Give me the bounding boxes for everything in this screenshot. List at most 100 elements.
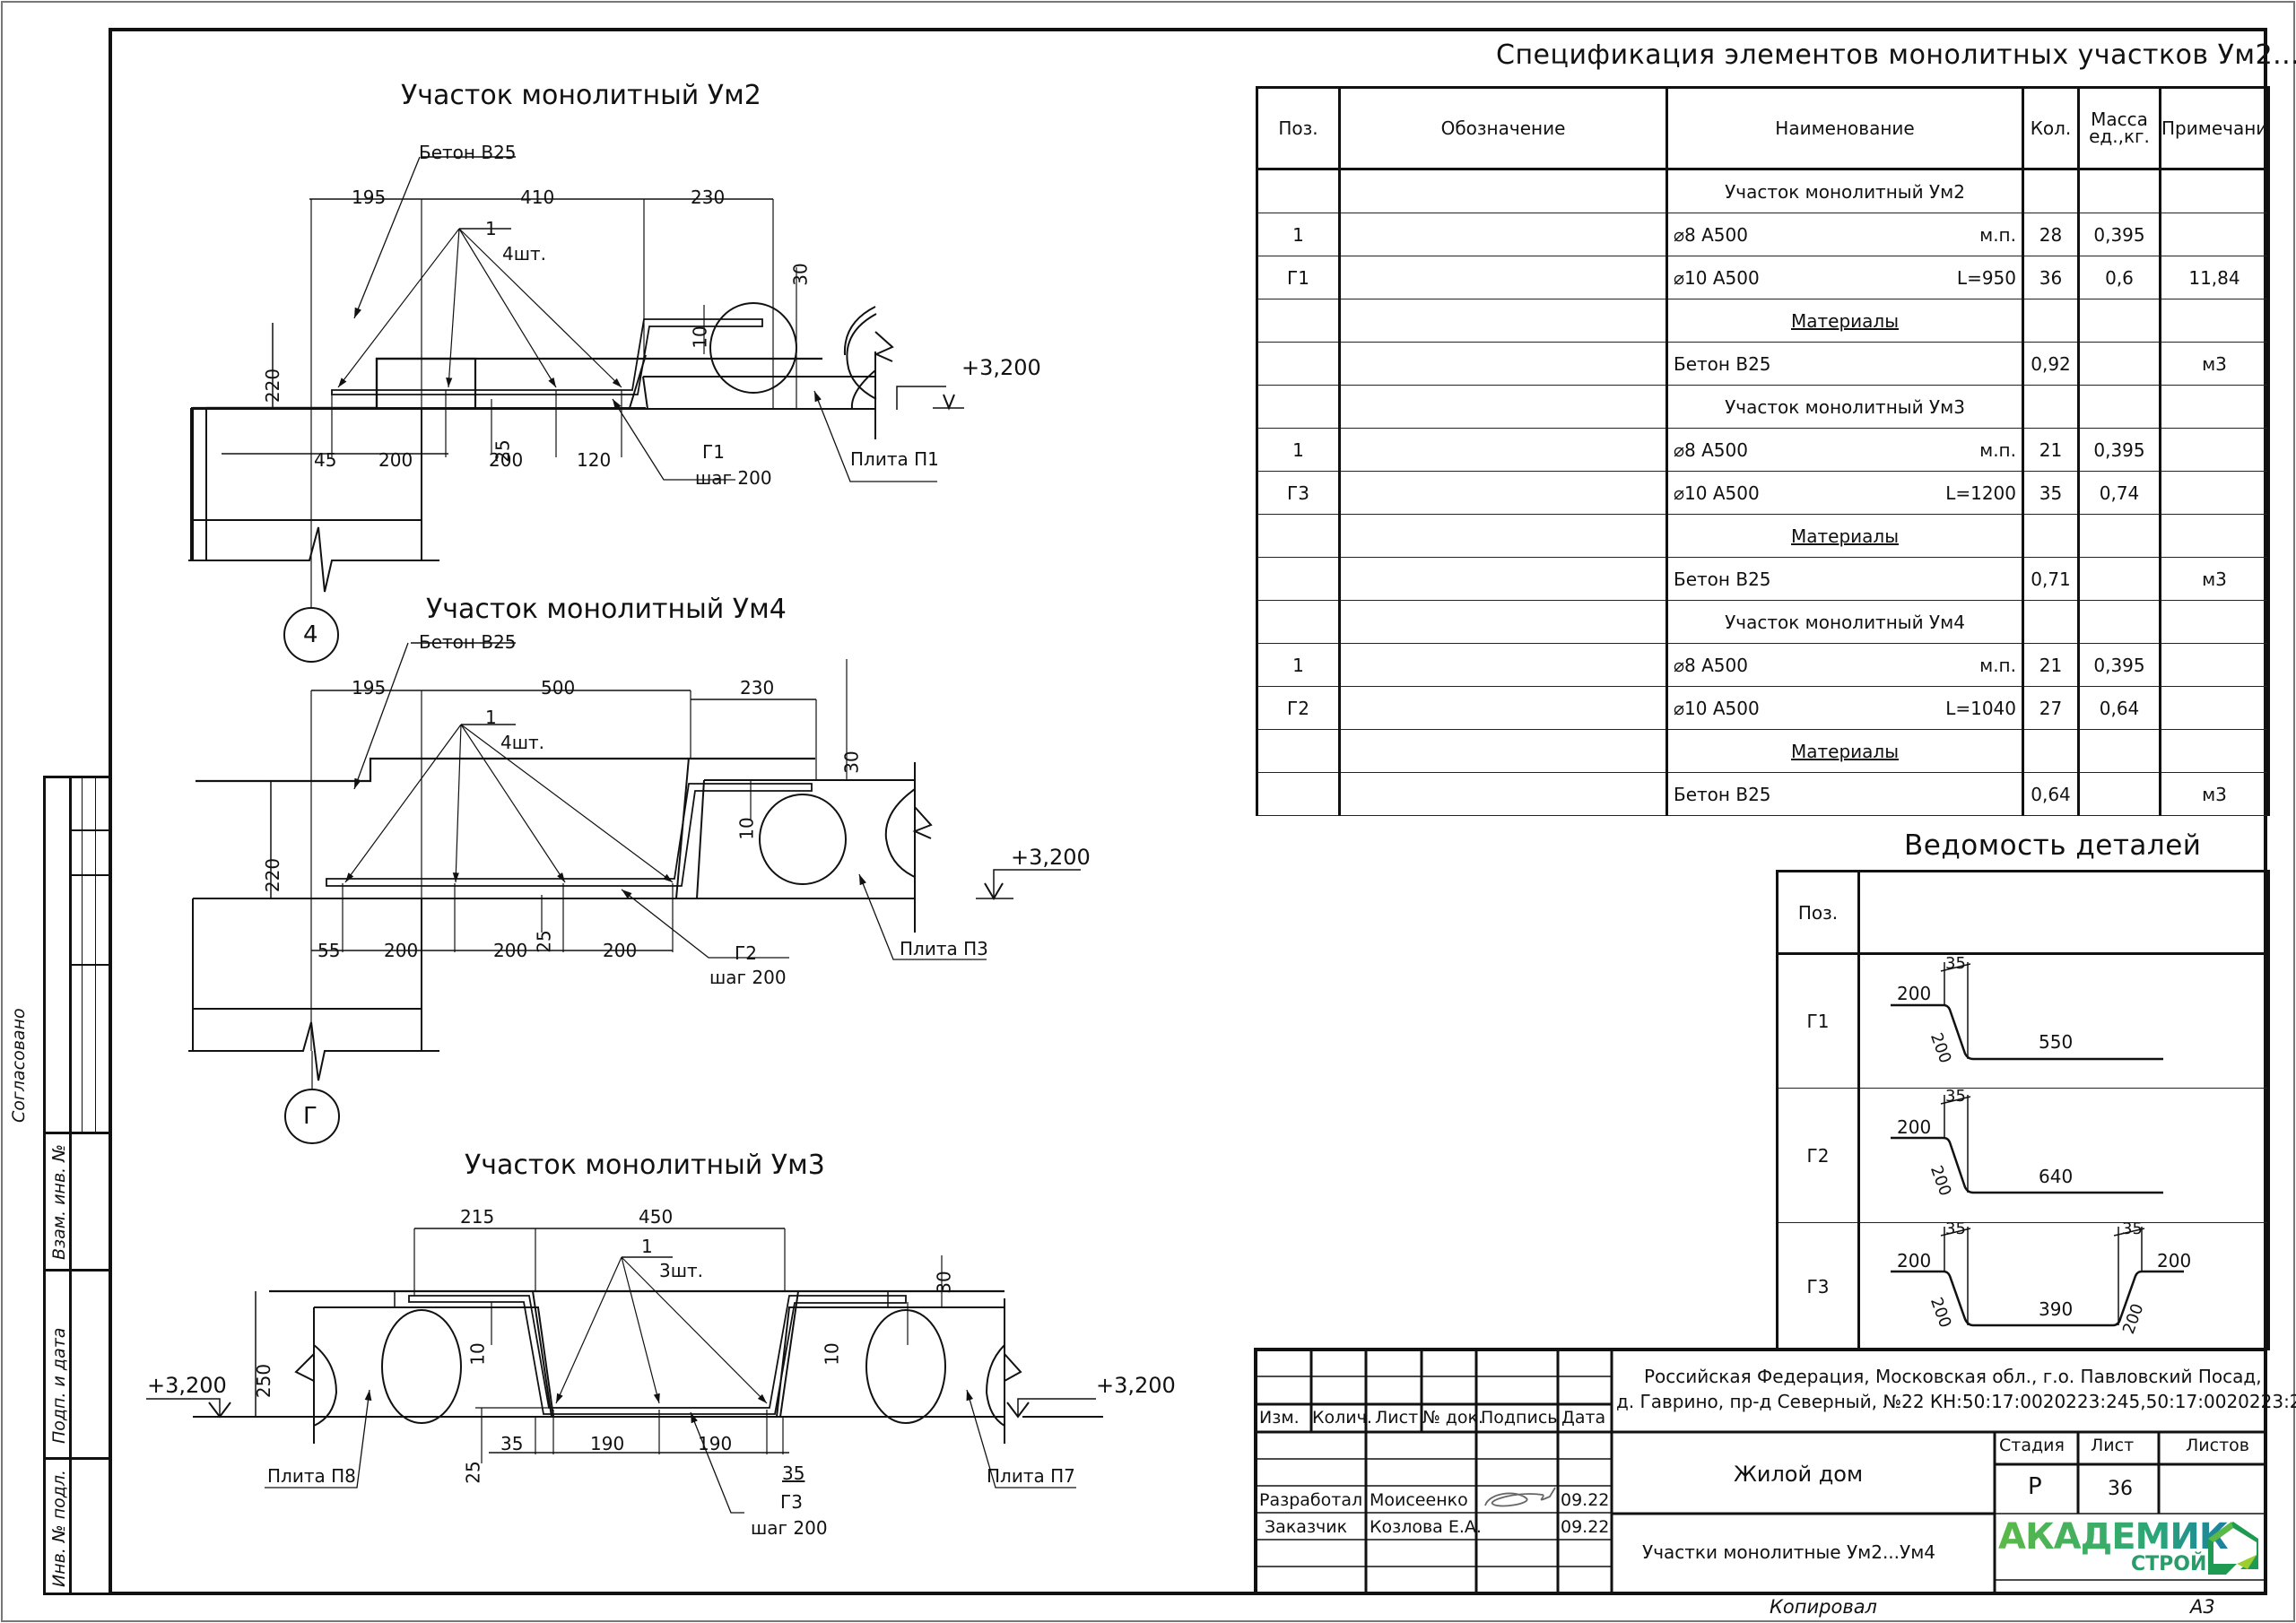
spec-name-text: ⌀10 А500 [1674, 266, 1760, 289]
um4-dim-top-2: 500 [541, 677, 576, 699]
spec-name-text: Бетон В25 [1674, 352, 1771, 375]
um4-dim-step: 30 [840, 751, 863, 774]
tb-address-line1: Российская Федерация, Московская обл., г… [1644, 1366, 2262, 1387]
side-stamp-row-line [43, 1269, 109, 1271]
spec-section-row: Участок монолитный Ум2 [1256, 169, 2270, 213]
um3-dim-step: 30 [933, 1271, 955, 1294]
header-note: Примечание [2160, 86, 2270, 170]
spec-note [2160, 471, 2270, 515]
um4-dim-bottom-4: 200 [603, 940, 638, 961]
spec-note [2160, 213, 2270, 256]
inv-orig-label: Инв. № подл. [49, 1469, 69, 1587]
spec-mass [2078, 772, 2161, 816]
tb-sheet-title: Участки монолитные Ум2...Ум4 [1642, 1541, 1936, 1563]
spec-mass [2078, 514, 2161, 558]
spec-table: Поз. Обозначение Наименование Кол. Масса… [1256, 86, 2270, 816]
spec-note [2160, 514, 2270, 558]
spec-designation [1339, 772, 1668, 816]
agreed-grid [69, 776, 109, 1132]
um2-dim-top-2: 410 [520, 187, 555, 208]
spec-qty [2022, 299, 2080, 343]
tb-role-customer: Заказчик [1265, 1517, 1348, 1537]
logo-main-text: АКАДЕМИК [1998, 1516, 2229, 1558]
header-mass-line2: ед.,кг. [2089, 126, 2150, 147]
tb-header-izm: Изм. [1259, 1408, 1300, 1428]
spec-pos [1256, 385, 1341, 429]
um4-dim-inner: 10 [735, 817, 758, 840]
detail-sketch-g1 [1857, 952, 2270, 1089]
um4-step-label: шаг 200 [709, 967, 787, 988]
detail-g3-right-offset: 35 [2122, 1219, 2143, 1238]
um2-dim-step: 30 [789, 263, 812, 286]
spec-name-suffix: L=1040 [1945, 697, 2016, 719]
spec-pos [1256, 299, 1341, 343]
spec-mass: 0,6 [2078, 256, 2161, 299]
um3-slab-left-label: Плита П8 [267, 1465, 356, 1487]
um2-dim-bottom-3: 200 [489, 449, 524, 471]
spec-name-suffix: м.п. [1979, 223, 2016, 246]
spec-pos [1256, 342, 1341, 386]
um3-dim-bottom-4: 35 [782, 1462, 805, 1484]
spec-note [2160, 385, 2270, 429]
header-mass: Масса ед.,кг. [2078, 86, 2161, 170]
axis-4: 4 [303, 621, 318, 648]
spec-qty [2022, 385, 2080, 429]
um4-title: Участок монолитный Ум4 [426, 594, 787, 625]
detail-sketch-g3 [1857, 1222, 2270, 1350]
details-header-pos: Поз. [1776, 870, 1860, 955]
spec-name-suffix: м.п. [1979, 438, 2016, 461]
spec-qty: 21 [2022, 643, 2080, 687]
spec-materials-row: Материалы [1256, 729, 2270, 773]
spec-note: 11,84 [2160, 256, 2270, 299]
spec-note [2160, 643, 2270, 687]
um4-slab-label: Плита П3 [900, 938, 988, 959]
spec-name-wrap: Бетон В25 [1674, 353, 2016, 375]
spec-qty: 35 [2022, 471, 2080, 515]
spec-name-suffix: L=1200 [1945, 482, 2016, 504]
logo-house-icon [2208, 1522, 2258, 1575]
spec-note [2160, 169, 2270, 213]
spec-name-wrap: Бетон В25 [1674, 784, 2016, 805]
um3-step-label: шаг 200 [751, 1517, 828, 1539]
spec-qty: 36 [2022, 256, 2080, 299]
footer-format: А3 [2190, 1596, 2215, 1618]
spec-mass [2078, 557, 2161, 601]
detail-g2-bottom: 640 [2039, 1166, 2074, 1187]
spec-materials-title: Материалы [1666, 514, 2024, 558]
um4-concrete-label: Бетон В25 [419, 631, 517, 653]
spec-mass [2078, 342, 2161, 386]
spec-name: Бетон В25 [1666, 342, 2024, 386]
spec-designation [1339, 514, 1668, 558]
tb-sheets-label: Листов [2186, 1436, 2249, 1455]
spec-qty [2022, 514, 2080, 558]
tb-header-sign: Подпись [1481, 1408, 1558, 1428]
spec-qty [2022, 729, 2080, 773]
signature-icon [1484, 1487, 1556, 1507]
axis-g: Г [303, 1103, 317, 1130]
spec-mass: 0,395 [2078, 428, 2161, 472]
spec-mass: 0,395 [2078, 213, 2161, 256]
um3-dim-cover: 25 [462, 1461, 484, 1484]
tb-header-date: Дата [1561, 1408, 1606, 1428]
um4-dim-height: 220 [262, 857, 284, 893]
tb-address-line2: д. Гаврино, пр-д Северный, №22 КН:50:17:… [1616, 1391, 2296, 1412]
detail-g2-offset: 35 [1945, 1087, 1966, 1106]
details-table: Поз. Г1 Г2 Г3 [1776, 870, 2270, 1350]
um3-level-right: +3,200 [1096, 1373, 1176, 1398]
tb-name-customer: Козлова Е.А. [1370, 1517, 1482, 1537]
tb-stage-value: Р [2028, 1473, 2042, 1500]
spec-pos: 1 [1256, 213, 1341, 256]
tb-role-developer: Разработал [1259, 1490, 1363, 1510]
um4-mark-number: 1 [485, 707, 497, 728]
header-name: Наименование [1666, 86, 2024, 170]
detail-g3-left: 200 [1897, 1250, 1932, 1271]
